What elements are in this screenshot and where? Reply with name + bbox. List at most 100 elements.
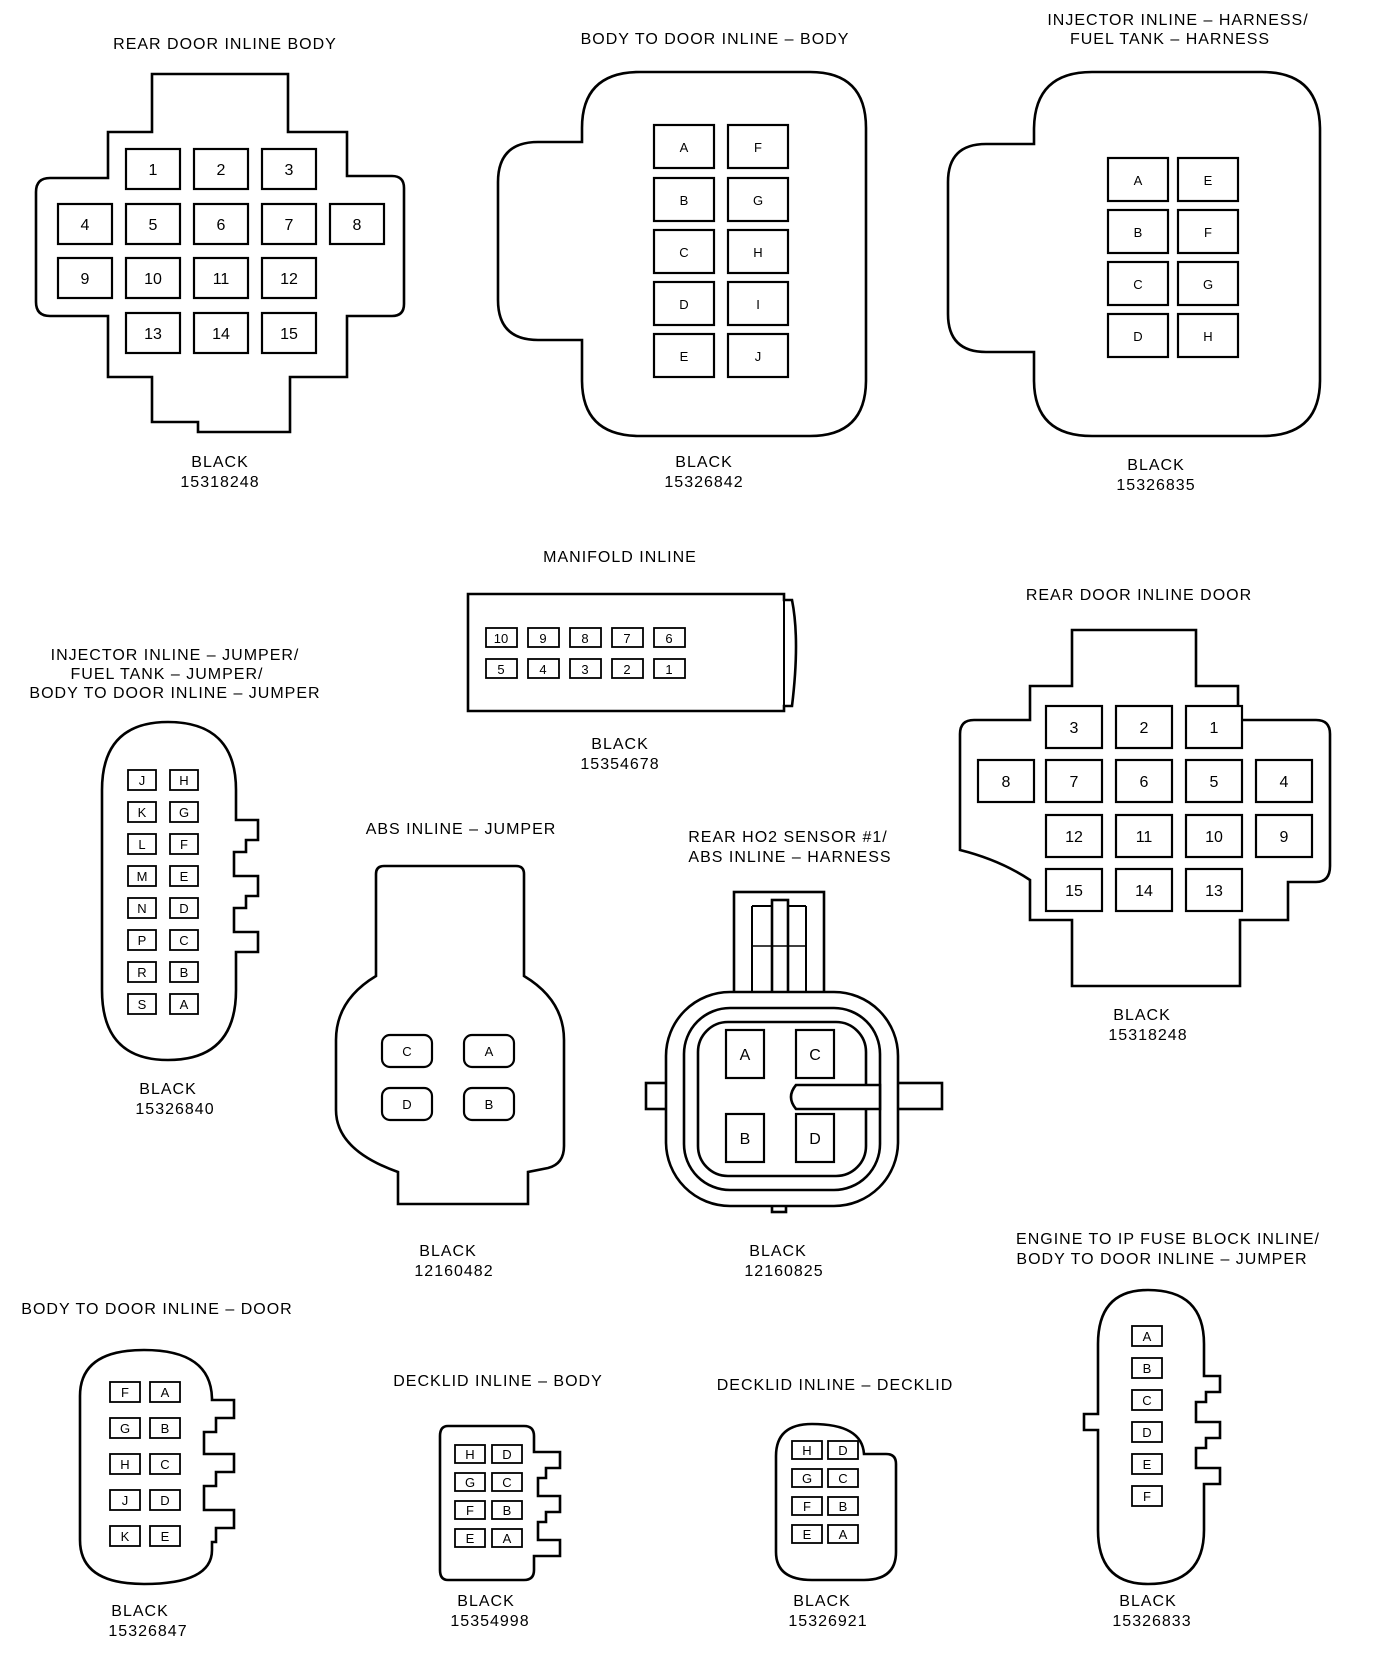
pin-label: B: [1143, 1361, 1152, 1376]
cavity: B: [724, 1112, 766, 1164]
cavity: 9: [1254, 813, 1314, 859]
cavity: B: [169, 961, 199, 983]
cavity: C: [794, 1028, 836, 1080]
cavity: H: [726, 228, 790, 275]
cavity: 15: [260, 311, 318, 355]
cavity: B: [1106, 208, 1170, 255]
connector-color: BLACK: [111, 1603, 168, 1620]
connector-title: ABS INLINE – JUMPER: [366, 821, 557, 838]
cavity: K: [109, 1525, 141, 1547]
pin-label: 2: [217, 162, 226, 179]
pin-label: 6: [665, 631, 672, 646]
pin-label: H: [753, 245, 762, 260]
connector-title: MANIFOLD INLINE: [543, 549, 697, 566]
pin-label: 7: [623, 631, 630, 646]
cavity: 7: [1044, 758, 1104, 804]
connector-part-number: 15326842: [664, 474, 743, 491]
pin-label: C: [502, 1475, 511, 1490]
pin-label: 14: [1135, 883, 1153, 900]
cavity: H: [109, 1453, 141, 1475]
cavity: F: [726, 123, 790, 170]
pin-label: 1: [1210, 720, 1219, 737]
pin-label: C: [809, 1047, 821, 1064]
cavity: 1: [1184, 704, 1244, 750]
pin-label: A: [1134, 173, 1143, 188]
pin-label: H: [802, 1443, 811, 1458]
pin-label: E: [161, 1529, 170, 1544]
connector-rear-door-inline-door: REAR DOOR INLINE DOOR 3 2 1 8 7 6 5 4 12…: [958, 587, 1332, 1044]
pin-label: F: [466, 1503, 474, 1518]
pin-label: 3: [1070, 720, 1079, 737]
pin-label: J: [755, 349, 762, 364]
cavity: C: [1106, 260, 1170, 307]
cavity: G: [454, 1472, 486, 1492]
cavity: 3: [1044, 704, 1104, 750]
connector-title: FUEL TANK – HARNESS: [1070, 31, 1270, 48]
pin-label: F: [180, 837, 188, 852]
cavity: 5: [124, 202, 182, 246]
pin-label: A: [485, 1044, 494, 1059]
cavity: 9: [56, 256, 114, 300]
cavity: H: [169, 769, 199, 791]
cavity: J: [726, 332, 790, 379]
pin-label: D: [1142, 1425, 1151, 1440]
pin-label: 4: [81, 217, 90, 234]
pin-label: C: [160, 1457, 169, 1472]
connector-title: BODY TO DOOR INLINE – DOOR: [21, 1301, 292, 1318]
cavity: 1: [653, 658, 686, 679]
cavity: 6: [192, 202, 250, 246]
pin-label: F: [803, 1499, 811, 1514]
connector-decklid-inline-body: DECKLID INLINE – BODY H D G C F B E A BL…: [393, 1373, 602, 1630]
cavity: 7: [260, 202, 318, 246]
connector-title: INJECTOR INLINE – HARNESS/: [1047, 12, 1308, 29]
pin-label: R: [137, 965, 146, 980]
cavity: 10: [485, 627, 518, 648]
cavity: 5: [485, 658, 518, 679]
connector-title: REAR HO2 SENSOR #1/: [688, 829, 888, 846]
pin-label: H: [120, 1457, 129, 1472]
cavity: A: [462, 1033, 516, 1069]
connector-abs-inline-jumper: ABS INLINE – JUMPER C A D B BLACK 121604…: [334, 821, 566, 1280]
cavity: E: [652, 332, 716, 379]
cavity: A: [1106, 156, 1170, 203]
pin-label: D: [838, 1443, 847, 1458]
connector-part-number: 15318248: [1108, 1027, 1187, 1044]
cavity: 6: [1114, 758, 1174, 804]
connector-rear-door-inline-body: REAR DOOR INLINE BODY 1 2 3 4 5 6 7 8 9 …: [34, 36, 406, 491]
connector-color: BLACK: [191, 454, 248, 471]
pin-label: 8: [581, 631, 588, 646]
cavity: C: [1131, 1389, 1163, 1411]
cavity: E: [791, 1524, 823, 1544]
pin-label: E: [1143, 1457, 1152, 1472]
connector-title: FUEL TANK – JUMPER/: [71, 666, 264, 683]
cavity: 13: [1184, 867, 1244, 913]
cavity: E: [149, 1525, 181, 1547]
connector-title: INJECTOR INLINE – JUMPER/: [51, 647, 300, 664]
cavity: C: [491, 1472, 523, 1492]
pin-label: 12: [1065, 829, 1083, 846]
pin-label: 5: [497, 662, 504, 677]
pin-label: M: [137, 869, 148, 884]
cavity: K: [127, 801, 157, 823]
pin-label: F: [121, 1385, 129, 1400]
cavity: F: [1176, 208, 1240, 255]
cavity: A: [827, 1524, 859, 1544]
cavity: 8: [569, 627, 602, 648]
pin-label: 4: [539, 662, 546, 677]
cavity: B: [652, 176, 716, 223]
pin-label: 5: [149, 217, 158, 234]
pin-label: K: [138, 805, 147, 820]
connector-part-number: 15326833: [1112, 1613, 1191, 1630]
cavity: B: [149, 1417, 181, 1439]
connector-title: ENGINE TO IP FUSE BLOCK INLINE/: [1016, 1231, 1320, 1248]
cavity: 8: [976, 758, 1036, 804]
cavity: D: [149, 1489, 181, 1511]
pin-label: E: [466, 1531, 475, 1546]
connector-housing: [334, 864, 566, 1206]
cavity: H: [454, 1444, 486, 1464]
connector-housing: [644, 890, 944, 1214]
pin-label: D: [1133, 329, 1142, 344]
pin-label: 10: [1205, 829, 1223, 846]
cavity: 4: [1254, 758, 1314, 804]
cavity: H: [791, 1440, 823, 1460]
